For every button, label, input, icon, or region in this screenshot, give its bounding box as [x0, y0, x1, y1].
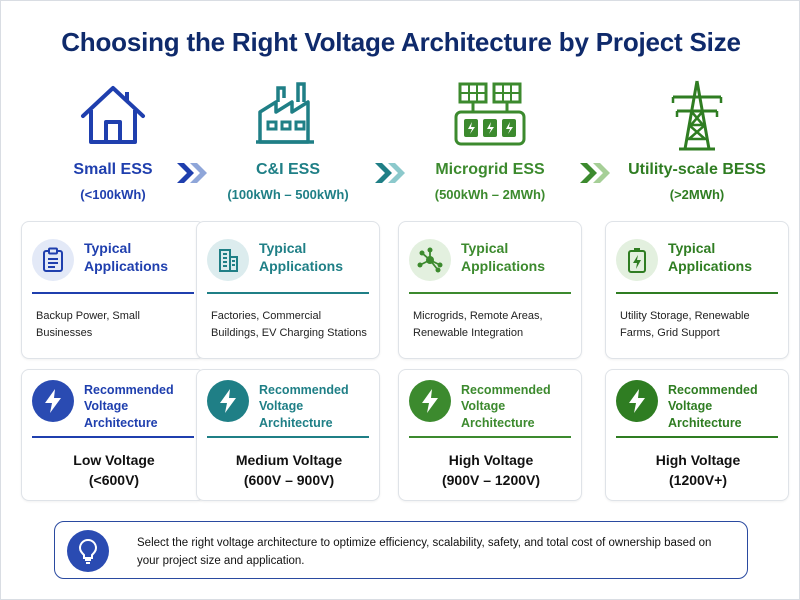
tier-range: (500kWh – 2MWh): [434, 187, 546, 202]
chevron-right-icon: [375, 163, 405, 183]
battery-icon: [616, 239, 658, 281]
lightning-icon: [616, 380, 658, 422]
chevron-right-icon: [177, 163, 207, 183]
card-heading: Recommended Voltage Architecture: [668, 383, 758, 430]
lightning-icon: [32, 380, 74, 422]
typical-applications-card: Typical Applications Utility Storage, Re…: [605, 221, 789, 359]
applications-text: Utility Storage, Renewable Farms, Grid S…: [620, 310, 750, 340]
tier-name: Utility-scale BESS: [628, 161, 766, 178]
typical-applications-card: Typical Applications Factories, Commerci…: [196, 221, 380, 359]
footer-tip-box: Select the right voltage architecture to…: [54, 521, 748, 579]
tier-column-microgrid-ess: Microgrid ESS (500kWh – 2MWh) Typical Ap…: [398, 1, 582, 600]
divider: [409, 292, 571, 294]
card-heading: Recommended Voltage Architecture: [84, 383, 174, 430]
tier-range: (<100kWh): [80, 187, 146, 202]
divider: [207, 292, 369, 294]
divider: [32, 436, 194, 438]
card-heading: Recommended Voltage Architecture: [259, 383, 349, 430]
voltage-range: (600V – 900V): [243, 472, 335, 488]
chevron-right-icon: [580, 163, 610, 183]
lightning-icon: [409, 380, 451, 422]
voltage-name: High Voltage: [448, 452, 534, 468]
factory-icon: [196, 79, 380, 151]
divider: [409, 436, 571, 438]
tier-name: Microgrid ESS: [435, 161, 545, 178]
voltage-name: Low Voltage: [73, 452, 155, 468]
tier-range: (100kWh – 500kWh): [227, 187, 349, 202]
typical-applications-card: Typical Applications Backup Power, Small…: [21, 221, 205, 359]
lightbulb-icon: [67, 530, 109, 572]
voltage-name: High Voltage: [655, 452, 741, 468]
card-heading: Typical Applications: [84, 240, 169, 274]
network-icon: [409, 239, 451, 281]
divider: [616, 436, 778, 438]
card-heading: Typical Applications: [461, 240, 546, 274]
recommended-voltage-card: Recommended Voltage Architecture High Vo…: [605, 369, 789, 501]
clipboard-icon: [32, 239, 74, 281]
transmission-tower-icon: [605, 79, 789, 151]
tier-column-ci-ess: C&I ESS (100kWh – 500kWh) Typical Applic…: [196, 1, 380, 600]
card-heading: Typical Applications: [259, 240, 344, 274]
typical-applications-card: Typical Applications Microgrids, Remote …: [398, 221, 582, 359]
page-title: Choosing the Right Voltage Architecture …: [61, 27, 741, 57]
applications-text: Backup Power, Small Businesses: [36, 310, 140, 340]
tier-name: Small ESS: [73, 161, 153, 178]
applications-text: Microgrids, Remote Areas, Renewable Inte…: [413, 310, 543, 340]
tier-name: C&I ESS: [255, 161, 320, 178]
applications-text: Factories, Commercial Buildings, EV Char…: [211, 310, 367, 340]
voltage-range: (<600V): [88, 472, 140, 488]
card-heading: Recommended Voltage Architecture: [461, 383, 551, 430]
footer-text: Select the right voltage architecture to…: [137, 537, 712, 567]
recommended-voltage-card: Recommended Voltage Architecture Low Vol…: [21, 369, 205, 501]
lightning-icon: [207, 380, 249, 422]
house-icon: [21, 79, 205, 151]
divider: [32, 292, 194, 294]
voltage-range: (1200V+): [669, 472, 727, 488]
tier-column-utility-bess: Utility-scale BESS (>2MWh) Typical Appli…: [605, 1, 789, 600]
voltage-range: (900V – 1200V): [441, 472, 541, 488]
divider: [616, 292, 778, 294]
recommended-voltage-card: Recommended Voltage Architecture High Vo…: [398, 369, 582, 501]
voltage-name: Medium Voltage: [235, 452, 343, 468]
tier-column-small-ess: Small ESS (<100kWh) Typical Applications…: [21, 1, 205, 600]
building-icon: [207, 239, 249, 281]
solar-battery-icon: [398, 79, 582, 151]
recommended-voltage-card: Recommended Voltage Architecture Medium …: [196, 369, 380, 501]
divider: [207, 436, 369, 438]
tier-range: (>2MWh): [669, 187, 725, 202]
card-heading: Typical Applications: [668, 240, 753, 274]
